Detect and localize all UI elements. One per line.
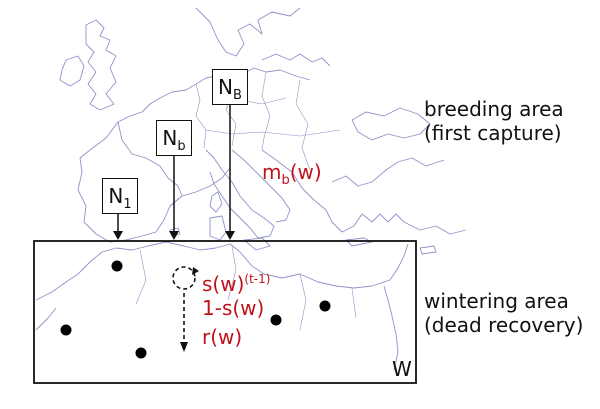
- box-n1: N1: [102, 178, 138, 214]
- coast-africa: [35, 241, 409, 301]
- recovery-dot: [319, 300, 331, 312]
- coast-blacksea: [351, 107, 431, 141]
- survival-exponent: (t-1): [244, 272, 271, 286]
- coast-cyprus: [419, 245, 437, 255]
- breeding-area-sublabel: (first capture): [424, 121, 562, 145]
- coast-balkans: [261, 149, 405, 233]
- coast-baltic: [261, 53, 331, 67]
- wintering-area-sublabel: (dead recovery): [424, 313, 584, 337]
- coast-corsica: [209, 191, 223, 213]
- survival-loop: [172, 266, 196, 290]
- recovery-points: [60, 260, 331, 359]
- coast-turkey: [403, 221, 467, 235]
- survival-base: s(w): [202, 272, 245, 296]
- recovery-dot: [270, 314, 282, 326]
- coast-nile: [383, 285, 399, 371]
- box-nb-big-base: N: [218, 75, 234, 99]
- survival-loop-head: [192, 267, 199, 275]
- coast-britain: [85, 19, 117, 111]
- border-lines: [195, 71, 341, 171]
- coast-aegean: [331, 157, 445, 187]
- box-n1-sub: 1: [123, 197, 132, 212]
- coast-ireland: [59, 55, 85, 87]
- box-nb-small: Nb: [156, 120, 192, 156]
- recovery-dot: [135, 347, 147, 359]
- coast-crete: [345, 237, 373, 247]
- mortality-label: 1-s(w): [202, 296, 265, 320]
- border-africa: [135, 245, 357, 331]
- arrowhead-n1: [113, 231, 123, 240]
- region-w-label: W: [392, 357, 412, 381]
- coast-italy-east: [231, 149, 291, 223]
- box-nb-small-base: N: [162, 126, 178, 150]
- box-nb-big: NB: [212, 69, 248, 105]
- arrow-heads: [113, 231, 235, 240]
- arrow-lines: [117, 105, 231, 233]
- mortality-arrow-head: [180, 342, 188, 352]
- arrowhead-nb-small: [169, 231, 179, 240]
- coast-sardinia: [209, 215, 227, 241]
- breeding-area-label: breeding area: [424, 97, 564, 121]
- migration-base: m: [262, 160, 282, 184]
- wintering-area-box: [33, 240, 417, 384]
- coast-iberia: [77, 121, 183, 243]
- recovery-dot: [60, 324, 72, 336]
- coast-north: [117, 67, 311, 123]
- recovery-dot: [111, 260, 123, 272]
- coastline-map: [35, 7, 467, 371]
- survival-label: s(w)(t-1): [202, 268, 270, 295]
- box-nb-big-sub: B: [233, 88, 242, 103]
- migration-arg: (w): [289, 160, 322, 184]
- recovery-label: r(w): [202, 325, 243, 349]
- coast-africa-west: [35, 307, 57, 331]
- coast-scandinavia: [195, 7, 301, 57]
- box-n1-base: N: [108, 184, 124, 208]
- migration-sub: b: [281, 173, 290, 188]
- box-nb-small-sub: b: [177, 139, 186, 154]
- coast-sicily: [243, 237, 271, 251]
- migration-label: mb(w): [262, 161, 322, 192]
- coast-italy: [205, 149, 275, 239]
- coast-france: [169, 167, 231, 207]
- arrowhead-nb-big: [225, 231, 235, 240]
- wintering-area-label: wintering area: [424, 289, 569, 313]
